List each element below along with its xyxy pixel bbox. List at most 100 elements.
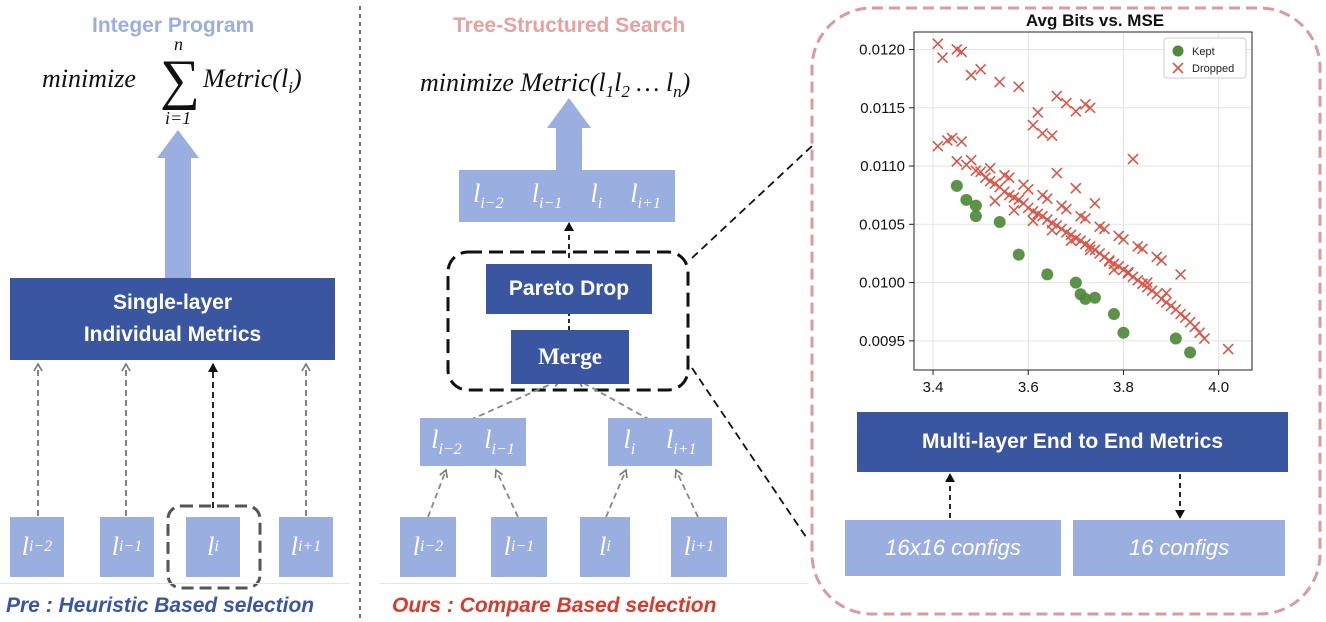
legend-dropped-marker: [1172, 62, 1184, 74]
dropped-point: [1175, 308, 1187, 320]
mid-arrow-b1: [427, 468, 449, 518]
zoom-line-top: [691, 145, 813, 259]
dropped-point: [1041, 214, 1053, 226]
left-objective-prefix: minimize: [42, 64, 136, 93]
dropped-point: [1060, 97, 1072, 109]
dropped-point: [1051, 167, 1063, 179]
config-box-16: 16 configs: [1073, 520, 1285, 576]
dropped-point: [1160, 287, 1172, 299]
dropped-point: [1079, 98, 1091, 110]
mid-pairL-l1: li−2: [431, 425, 462, 458]
kept-point: [1012, 248, 1025, 261]
legend-label: Dropped: [1192, 63, 1234, 75]
kept-point: [969, 199, 982, 212]
mid-pairR-l2: li+1: [666, 425, 697, 458]
config-box-16x16: 16x16 configs: [845, 520, 1061, 576]
y-tick-label: 0.0120: [859, 41, 905, 58]
mid-big-up-arrow: [547, 98, 591, 128]
dropped-point: [1113, 230, 1125, 242]
left-sum-upper: n: [174, 34, 183, 54]
dropped-point: [1089, 197, 1101, 209]
dropped-point: [1094, 247, 1106, 260]
dropped-point: [965, 69, 977, 81]
dropped-point: [1036, 210, 1049, 222]
dropped-point: [1146, 285, 1158, 297]
left-caption: Pre : Heuristic Based selection: [6, 594, 315, 617]
dropped-point: [1113, 260, 1125, 272]
middle-objective: minimize Metric(l1l2 … ln): [420, 68, 691, 102]
dropped-point: [956, 135, 968, 148]
y-tick-label: 0.0095: [859, 333, 905, 350]
dropped-point: [1122, 266, 1134, 278]
dropped-point: [989, 195, 1001, 207]
kept-point: [1107, 308, 1120, 321]
mid-top-layers-box: li−2 li−1 li li+1: [459, 170, 675, 222]
kept-point: [960, 193, 973, 206]
zoom-line-bottom: [691, 367, 809, 541]
single-layer-metrics-box: Single-layer Individual Metrics: [10, 278, 335, 360]
x-tick-label: 4.0: [1208, 379, 1229, 396]
dropped-point: [1151, 251, 1163, 263]
plot-area: [913, 31, 1253, 371]
mid-arrow-b3: [605, 468, 628, 518]
legend-box: [1163, 37, 1247, 79]
dropped-point: [1132, 240, 1144, 253]
kept-point: [1041, 268, 1054, 281]
dropped-point: [1046, 224, 1058, 236]
dropped-point: [1041, 193, 1053, 205]
dropped-point: [932, 38, 944, 50]
mid-pairR-l1: li: [623, 425, 636, 458]
dropped-point: [951, 155, 963, 167]
dropped-point: [998, 186, 1011, 198]
mid-arrow-pairR: [576, 379, 651, 421]
multi-layer-metrics-box: Multi-layer End to End Metrics: [857, 412, 1288, 472]
dropped-point: [1027, 215, 1039, 227]
dropped-point: [1084, 244, 1096, 256]
dropped-point: [1065, 235, 1077, 247]
dropped-point: [946, 132, 958, 144]
dropped-point: [1013, 194, 1025, 206]
y-tick-label: 0.0105: [859, 216, 905, 233]
dropped-point: [936, 52, 949, 64]
kept-point: [1169, 332, 1182, 345]
right-panel-outline: [810, 6, 1322, 616]
kept-point: [1069, 276, 1082, 289]
dropped-point: [1027, 119, 1039, 131]
dropped-point: [1070, 105, 1082, 117]
mid-pair-left-box: li−2 li−1: [420, 418, 526, 466]
kept-point: [950, 179, 963, 192]
sum-symbol: ∑: [160, 49, 200, 111]
kept-point: [993, 215, 1006, 228]
left-selected-outline: [166, 504, 262, 590]
dropped-point: [1084, 240, 1096, 253]
dropped-point: [1089, 244, 1101, 256]
dropped-point: [1103, 254, 1115, 267]
dropped-point: [1022, 202, 1034, 214]
dropped-point: [1051, 90, 1063, 102]
mid-arrow-b2: [494, 468, 519, 518]
dropped-point: [1056, 223, 1068, 235]
dropped-point: [1222, 343, 1234, 355]
dropped-point: [1160, 296, 1172, 308]
dropped-point: [1117, 233, 1130, 246]
dropped-point: [1075, 235, 1087, 247]
dropped-point: [1008, 204, 1020, 216]
dropped-point: [994, 76, 1006, 88]
dropped-point: [998, 169, 1011, 181]
dropped-point: [1075, 210, 1087, 222]
kept-point: [1184, 346, 1197, 359]
dropped-point: [1198, 332, 1210, 345]
kept-point: [1079, 292, 1092, 305]
x-tick-label: 3.6: [1018, 379, 1039, 396]
dropped-point: [1141, 277, 1153, 289]
dropped-point: [989, 177, 1001, 190]
